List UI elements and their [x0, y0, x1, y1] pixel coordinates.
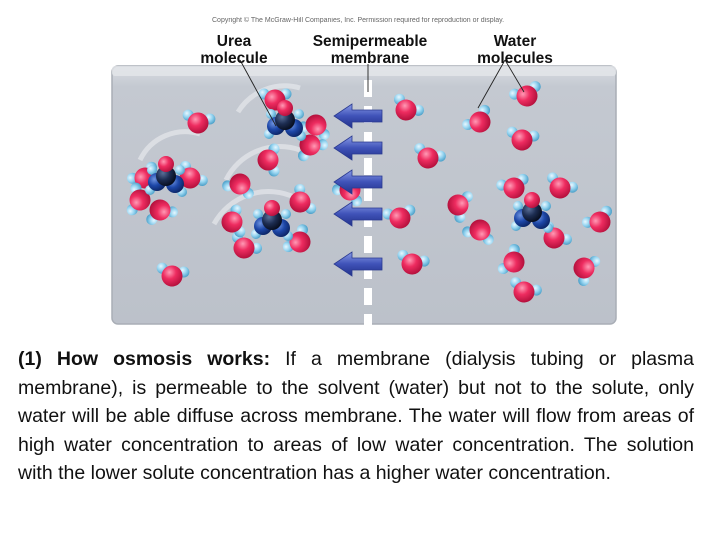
water-molecule: [289, 183, 317, 215]
water-molecule: [382, 204, 416, 229]
caption-paragraph: (1) How osmosis works: If a membrane (di…: [18, 345, 694, 488]
water-molecule: [182, 109, 216, 134]
urea-molecule: [145, 156, 187, 197]
membrane-segment: [364, 262, 372, 279]
water-flow-arrow: [333, 201, 383, 227]
label-membrane-line-2: membrane: [330, 50, 410, 67]
membrane-segment: [364, 132, 372, 149]
water-molecule: [231, 231, 263, 259]
water-molecule: [221, 204, 246, 238]
container-rim: [112, 66, 616, 76]
urea-molecules-group: [145, 100, 553, 241]
water-molecule: [581, 205, 613, 233]
water-molecule: [126, 182, 151, 216]
water-molecule: [496, 173, 529, 199]
water-molecule: [222, 173, 254, 199]
water-flow-arrow: [333, 251, 383, 277]
urea-molecule: [511, 192, 553, 233]
water-molecule: [146, 199, 178, 225]
label-semipermeable-membrane: Semipermeable membrane: [294, 33, 446, 67]
water-molecule: [462, 104, 491, 133]
membrane-segment: [364, 314, 372, 331]
label-water-line-2: molecules: [477, 50, 553, 67]
label-urea-molecule: Urea molecule: [186, 33, 282, 67]
water-molecule: [547, 172, 579, 199]
water-molecules-group: [126, 81, 613, 303]
water-molecule: [397, 249, 430, 275]
membrane-segment: [364, 158, 372, 175]
water-molecule: [414, 143, 446, 169]
urea-molecule: [251, 200, 293, 241]
membrane-segment: [364, 288, 372, 305]
water-flow-arrow: [333, 169, 383, 195]
water-flow-arrows: [333, 103, 383, 277]
water-molecule: [257, 143, 280, 177]
water-molecule: [462, 219, 494, 245]
water-molecule: [156, 262, 190, 287]
label-membrane-line-1: Semipermeable: [312, 33, 428, 50]
label-water-line-1: Water: [493, 33, 537, 50]
copyright-notice: Copyright © The McGraw-Hill Companies, I…: [212, 17, 505, 24]
water-molecule: [510, 277, 542, 303]
label-urea-line-2: molecule: [200, 50, 268, 67]
label-leader-lines: [239, 59, 525, 127]
water-flow-arrow: [333, 103, 383, 129]
label-water-molecules: Water molecules: [463, 33, 567, 67]
caption-body: If a membrane (dialysis tubing or plasma…: [18, 348, 694, 484]
membrane-segment: [364, 184, 372, 201]
water-molecule: [573, 255, 601, 287]
water-molecule: [497, 243, 525, 275]
water-molecule: [506, 126, 540, 151]
membrane-segment: [364, 236, 372, 253]
water-molecule: [282, 224, 311, 253]
water-molecule: [447, 191, 473, 223]
water-flow-arrow: [333, 135, 383, 161]
label-urea-line-1: Urea: [216, 33, 252, 50]
water-molecule: [297, 134, 329, 162]
osmosis-illustration: [111, 59, 617, 331]
caption-heading: (1) How osmosis works:: [18, 348, 271, 370]
water-molecule: [393, 93, 425, 121]
osmosis-diagram: Copyright © The McGraw-Hill Companies, I…: [111, 17, 617, 331]
water-molecule: [509, 81, 541, 107]
